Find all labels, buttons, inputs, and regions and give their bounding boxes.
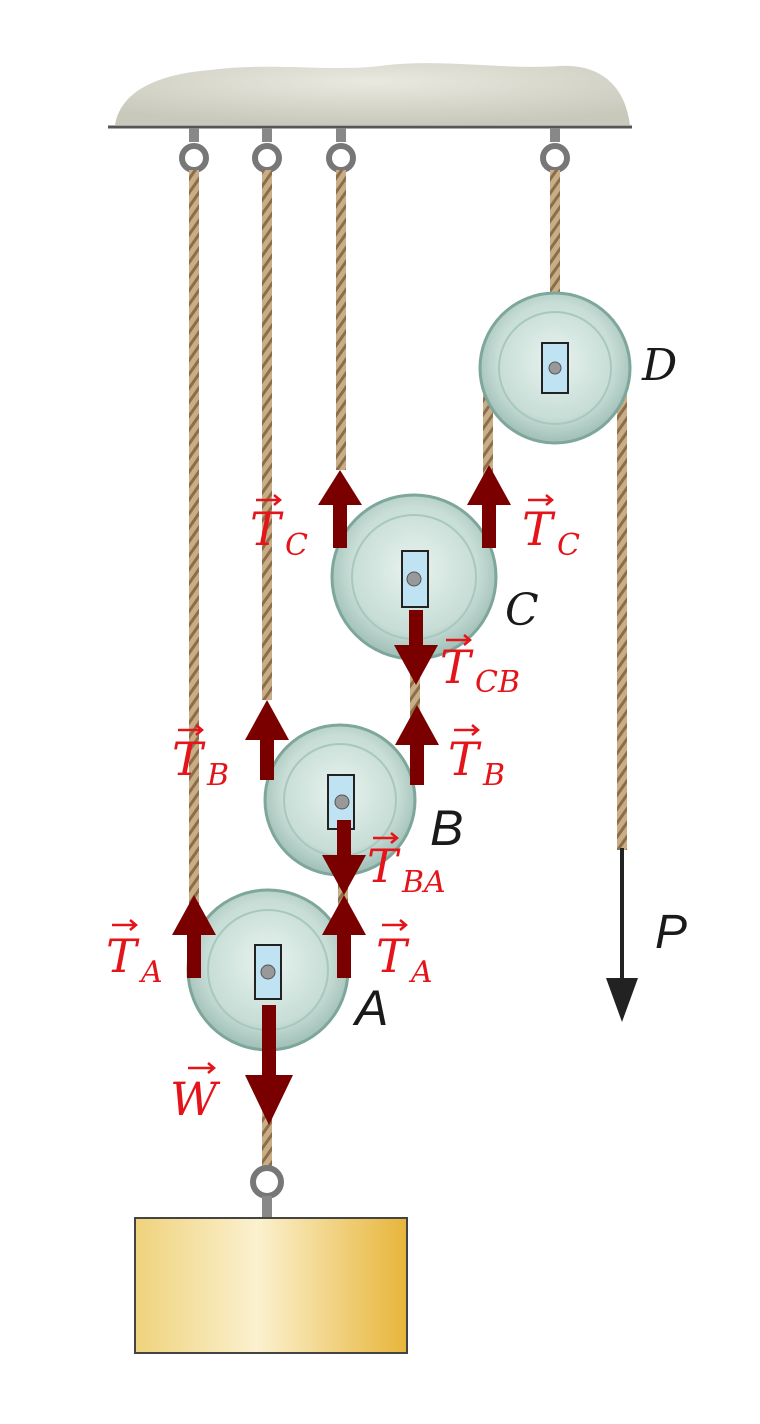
arrow-p (606, 848, 638, 1022)
t-main: T (522, 502, 556, 556)
force-labels: T C T C T CB T B T B T B (106, 494, 580, 1126)
rope-c-right (483, 385, 493, 505)
pulley-label-a: A (352, 980, 388, 1036)
label-t-b-left: T B (172, 724, 229, 793)
t-main: T (106, 929, 140, 983)
arrow-w (245, 1005, 293, 1125)
t-main: T (172, 732, 206, 786)
load-block (134, 1217, 408, 1354)
arrow-t-a-right (322, 895, 366, 978)
arrow-t-c-right (467, 465, 511, 548)
arrow-t-cb (394, 610, 438, 685)
rope-b-left (262, 170, 272, 700)
rope-d-right (617, 390, 627, 850)
t-main: T (440, 640, 474, 694)
t-main: T (448, 732, 482, 786)
t-sub: B (482, 758, 505, 793)
hook-1 (179, 128, 209, 173)
t-sub: CB (475, 665, 520, 700)
label-t-a-right: T A (376, 919, 433, 990)
pulley-label-c: C (505, 585, 539, 636)
arrow-t-ba (322, 820, 366, 895)
t-main: T (376, 929, 410, 983)
arrow-t-b-left (245, 700, 289, 780)
arrow-t-b-right (395, 705, 439, 785)
t-main: T (250, 502, 284, 556)
rope-d-top (550, 170, 560, 300)
rope-a-left (189, 170, 199, 905)
ceiling-hooks (179, 128, 570, 173)
label-t-c-right: T C (522, 494, 580, 563)
t-sub: B (206, 758, 229, 793)
t-main: T (367, 839, 401, 893)
t-sub: C (557, 528, 580, 563)
t-sub: A (408, 955, 433, 990)
w-main: W (170, 1072, 221, 1126)
pulley-label-b: B (430, 800, 463, 856)
pulley-d (478, 291, 632, 445)
label-t-b-right: T B (448, 724, 505, 793)
pulley-label-d: D (641, 340, 677, 391)
force-label-p: P (655, 906, 687, 959)
hook-2 (252, 128, 282, 173)
t-sub: C (285, 528, 308, 563)
label-t-c-left: T C (250, 494, 308, 563)
arrow-t-c-left (318, 470, 362, 548)
force-arrows (172, 465, 511, 1125)
t-sub: A (138, 955, 163, 990)
rope-c-left (336, 170, 346, 470)
ceiling-mass (115, 63, 630, 125)
arrow-t-a-left (172, 895, 216, 978)
load-hook (250, 1165, 284, 1220)
label-t-a-left: T A (106, 919, 163, 990)
t-sub: BA (401, 865, 446, 900)
label-w: W (170, 1062, 221, 1126)
pulley-c (330, 493, 498, 661)
hook-3 (326, 128, 356, 173)
rope-b-right (410, 650, 420, 760)
hook-4 (540, 128, 570, 173)
label-t-cb: T CB (440, 634, 520, 700)
label-t-ba: T BA (367, 832, 446, 900)
